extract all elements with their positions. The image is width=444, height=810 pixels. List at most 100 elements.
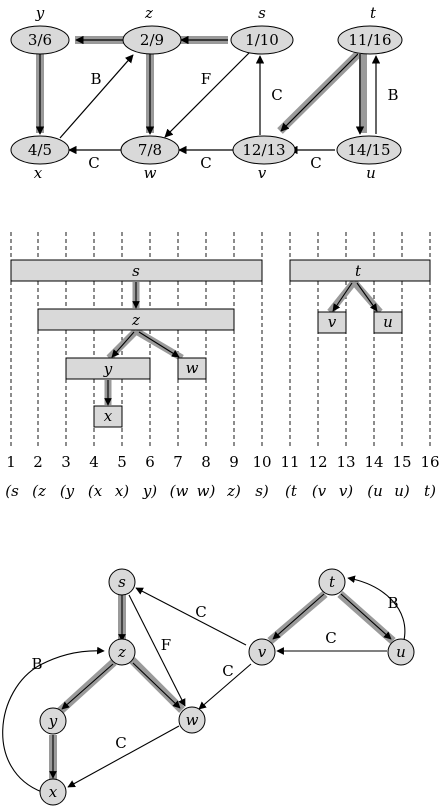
top-node-v-label: 12/13 <box>242 141 285 159</box>
bottom-node-y-label: y <box>48 712 58 730</box>
bottom-edge-labels: C F B C C B C <box>31 594 398 752</box>
arrow-s-w <box>164 51 251 138</box>
bottom-node-z-label: z <box>117 643 126 661</box>
time-tick-1: 1 <box>6 453 16 471</box>
bottom-node-u: u <box>387 638 415 666</box>
bottom-arrow-t-v <box>272 593 325 640</box>
top-node-w-label: 7/8 <box>138 141 162 159</box>
bottom-arrow-v-s <box>135 587 247 646</box>
top-node-v-name: v <box>258 164 267 182</box>
top-arrows <box>35 35 381 155</box>
top-node-x: 4/5 x <box>10 135 70 182</box>
time-tick-12: 12 <box>308 453 327 471</box>
top-node-u-label: 14/15 <box>347 141 390 159</box>
interval-bar-y: y <box>65 357 151 380</box>
edge-label-w-x: C <box>88 154 99 172</box>
bottom-node-t-label: t <box>329 573 336 591</box>
interval-bar-u-label: u <box>383 313 393 331</box>
bottom-node-v-label: v <box>258 643 267 661</box>
interval-arrow-t-u <box>356 282 378 312</box>
paren-token-2: (z <box>32 482 46 500</box>
edge-label-v-w: C <box>200 154 211 172</box>
time-tick-14: 14 <box>364 453 383 471</box>
top-node-z-label: 2/9 <box>140 31 164 49</box>
paren-token-5: x) <box>115 482 129 500</box>
top-node-z: 2/9 z <box>122 4 182 55</box>
bottom-tree-edges <box>49 590 396 779</box>
interval-bar-s: s <box>10 259 263 282</box>
bottom-arrow-z-y <box>61 663 114 710</box>
interval-arrow-z-w <box>138 331 180 358</box>
bottom-node-y: y <box>39 707 67 735</box>
interval-bar-v-label: v <box>328 313 337 331</box>
edge-label-x-z: B <box>90 70 101 88</box>
paren-token-14: (u <box>367 482 383 500</box>
interval-tree-edges <box>104 279 383 405</box>
bottom-node-w-label: w <box>186 711 199 729</box>
top-node-x-name: x <box>34 164 43 182</box>
bottom-edge-label-x-z: B <box>31 655 42 673</box>
top-edge-labels: B F C B C C C <box>88 70 398 172</box>
time-tick-5: 5 <box>117 453 127 471</box>
interval-bar-v: v <box>317 311 347 334</box>
bottom-arrow-s-w <box>128 594 186 707</box>
paren-token-11: (t <box>285 482 298 500</box>
paren-token-16: t) <box>424 482 436 500</box>
paren-token-6: y) <box>142 482 157 500</box>
interval-bar-x: x <box>93 405 123 428</box>
time-tick-3: 3 <box>61 453 71 471</box>
top-graph: 3/6 y 2/9 z 1/10 s 11/16 t 4/5 x <box>10 4 403 182</box>
bottom-arrow-z-w <box>132 662 181 709</box>
paren-token-8: w) <box>197 482 216 500</box>
top-node-t-name: t <box>370 4 377 22</box>
top-node-t-label: 11/16 <box>348 31 391 49</box>
paren-token-12: (v <box>312 482 327 500</box>
bottom-node-u-label: u <box>396 643 406 661</box>
bottom-node-z: z <box>108 638 136 666</box>
paren-token-15: u) <box>394 482 410 500</box>
top-node-u-name: u <box>366 164 376 182</box>
edge-label-v-s: C <box>271 86 282 104</box>
paren-token-7: (w <box>170 482 189 500</box>
time-tick-6: 6 <box>145 453 155 471</box>
interval-arrow-t-v <box>332 282 353 312</box>
time-tick-2: 2 <box>33 453 43 471</box>
bottom-edge-label-u-v: C <box>325 629 336 647</box>
interval-bar-t: t <box>289 259 431 282</box>
paren-token-9: z) <box>226 482 241 500</box>
interval-bar-w: w <box>177 357 207 380</box>
top-node-s-label: 1/10 <box>245 31 279 49</box>
paren-token-1: (s <box>5 482 19 500</box>
time-tick-10: 10 <box>252 453 271 471</box>
time-tick-9: 9 <box>229 453 239 471</box>
interval-arrows <box>104 282 378 406</box>
bottom-node-x-label: x <box>49 783 58 801</box>
top-node-s: 1/10 s <box>230 4 294 55</box>
interval-bar-t-label: t <box>355 262 362 280</box>
edge-label-u-v: C <box>310 154 321 172</box>
paren-token-10: s) <box>255 482 269 500</box>
interval-bar-s-label: s <box>132 262 140 280</box>
bottom-arrow-w-x <box>67 725 180 788</box>
bottom-edge-label-u-t: B <box>387 594 398 612</box>
bottom-node-s: s <box>108 568 136 596</box>
paren-token-13: v) <box>339 482 353 500</box>
bottom-node-t: t <box>318 568 346 596</box>
time-tick-13: 13 <box>336 453 355 471</box>
parenthesis-sequence: (s (z (y (x x) y) (w w) z) s) (t (v v) (… <box>5 482 436 500</box>
edge-label-s-w: F <box>201 70 211 88</box>
top-node-x-label: 4/5 <box>28 141 52 159</box>
top-node-u: 14/15 u <box>336 135 402 182</box>
bottom-arrow-v-w <box>198 663 252 710</box>
bottom-edge-label-v-w: C <box>222 662 233 680</box>
top-node-z-name: z <box>144 4 153 22</box>
bottom-nodes: s t z v u y w <box>39 568 415 806</box>
top-node-v: 12/13 v <box>232 135 296 182</box>
parenthesis-structure: s t z v u y w <box>5 232 440 500</box>
top-node-y-label: 3/6 <box>28 31 52 49</box>
bottom-arrow-t-u <box>340 593 392 640</box>
bottom-arrows <box>2 575 406 793</box>
top-node-w-name: w <box>144 164 157 182</box>
interval-bar-u: u <box>373 311 403 334</box>
time-tick-4: 4 <box>89 453 99 471</box>
